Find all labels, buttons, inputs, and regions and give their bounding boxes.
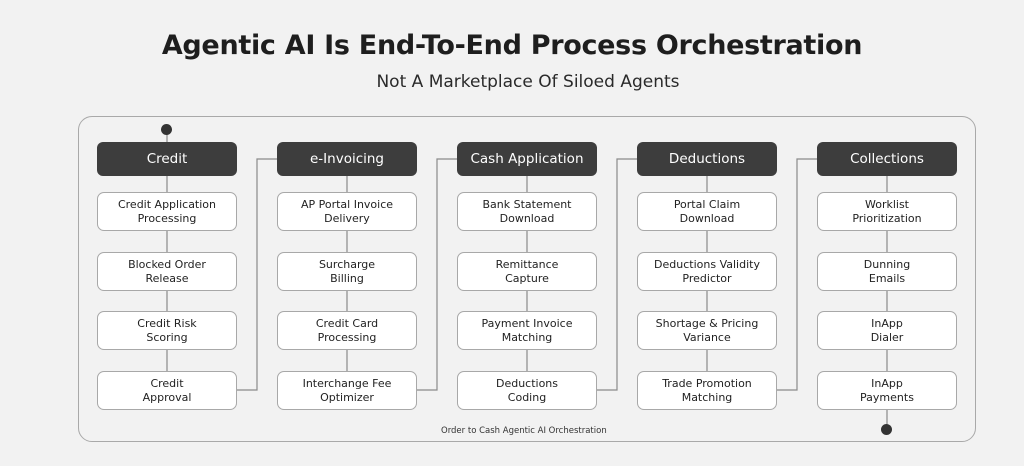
process-step: Deductions Coding (457, 371, 597, 410)
process-step: Worklist Prioritization (817, 192, 957, 231)
process-step: Credit Card Processing (277, 311, 417, 350)
process-step: Surcharge Billing (277, 252, 417, 291)
process-step: Credit Approval (97, 371, 237, 410)
process-step: AP Portal Invoice Delivery (277, 192, 417, 231)
process-step: Blocked Order Release (97, 252, 237, 291)
process-step: Credit Risk Scoring (97, 311, 237, 350)
process-step: Bank Statement Download (457, 192, 597, 231)
process-step: Shortage & Pricing Variance (637, 311, 777, 350)
process-step: Credit Application Processing (97, 192, 237, 231)
connector-line (417, 158, 457, 391)
process-step: Dunning Emails (817, 252, 957, 291)
process-step: Portal Claim Download (637, 192, 777, 231)
process-step: Trade Promotion Matching (637, 371, 777, 410)
end-dot (881, 424, 892, 435)
column-header: Collections (817, 142, 957, 176)
diagram-frame (78, 116, 976, 442)
column-header: e-Invoicing (277, 142, 417, 176)
process-step: Payment Invoice Matching (457, 311, 597, 350)
connector-line (597, 158, 637, 391)
process-step: InApp Dialer (817, 311, 957, 350)
process-step: Deductions Validity Predictor (637, 252, 777, 291)
process-step: Remittance Capture (457, 252, 597, 291)
footer-caption: Order to Cash Agentic AI Orchestration (441, 426, 607, 436)
start-dot (161, 124, 172, 135)
page-title: Agentic AI Is End-To-End Process Orchest… (161, 30, 863, 61)
process-step: InApp Payments (817, 371, 957, 410)
column-header: Deductions (637, 142, 777, 176)
column-header: Credit (97, 142, 237, 176)
connector-line (237, 158, 277, 391)
page-subtitle: Not A Marketplace Of Siloed Agents (376, 72, 680, 92)
process-step: Interchange Fee Optimizer (277, 371, 417, 410)
connector-line (777, 158, 817, 391)
column-header: Cash Application (457, 142, 597, 176)
